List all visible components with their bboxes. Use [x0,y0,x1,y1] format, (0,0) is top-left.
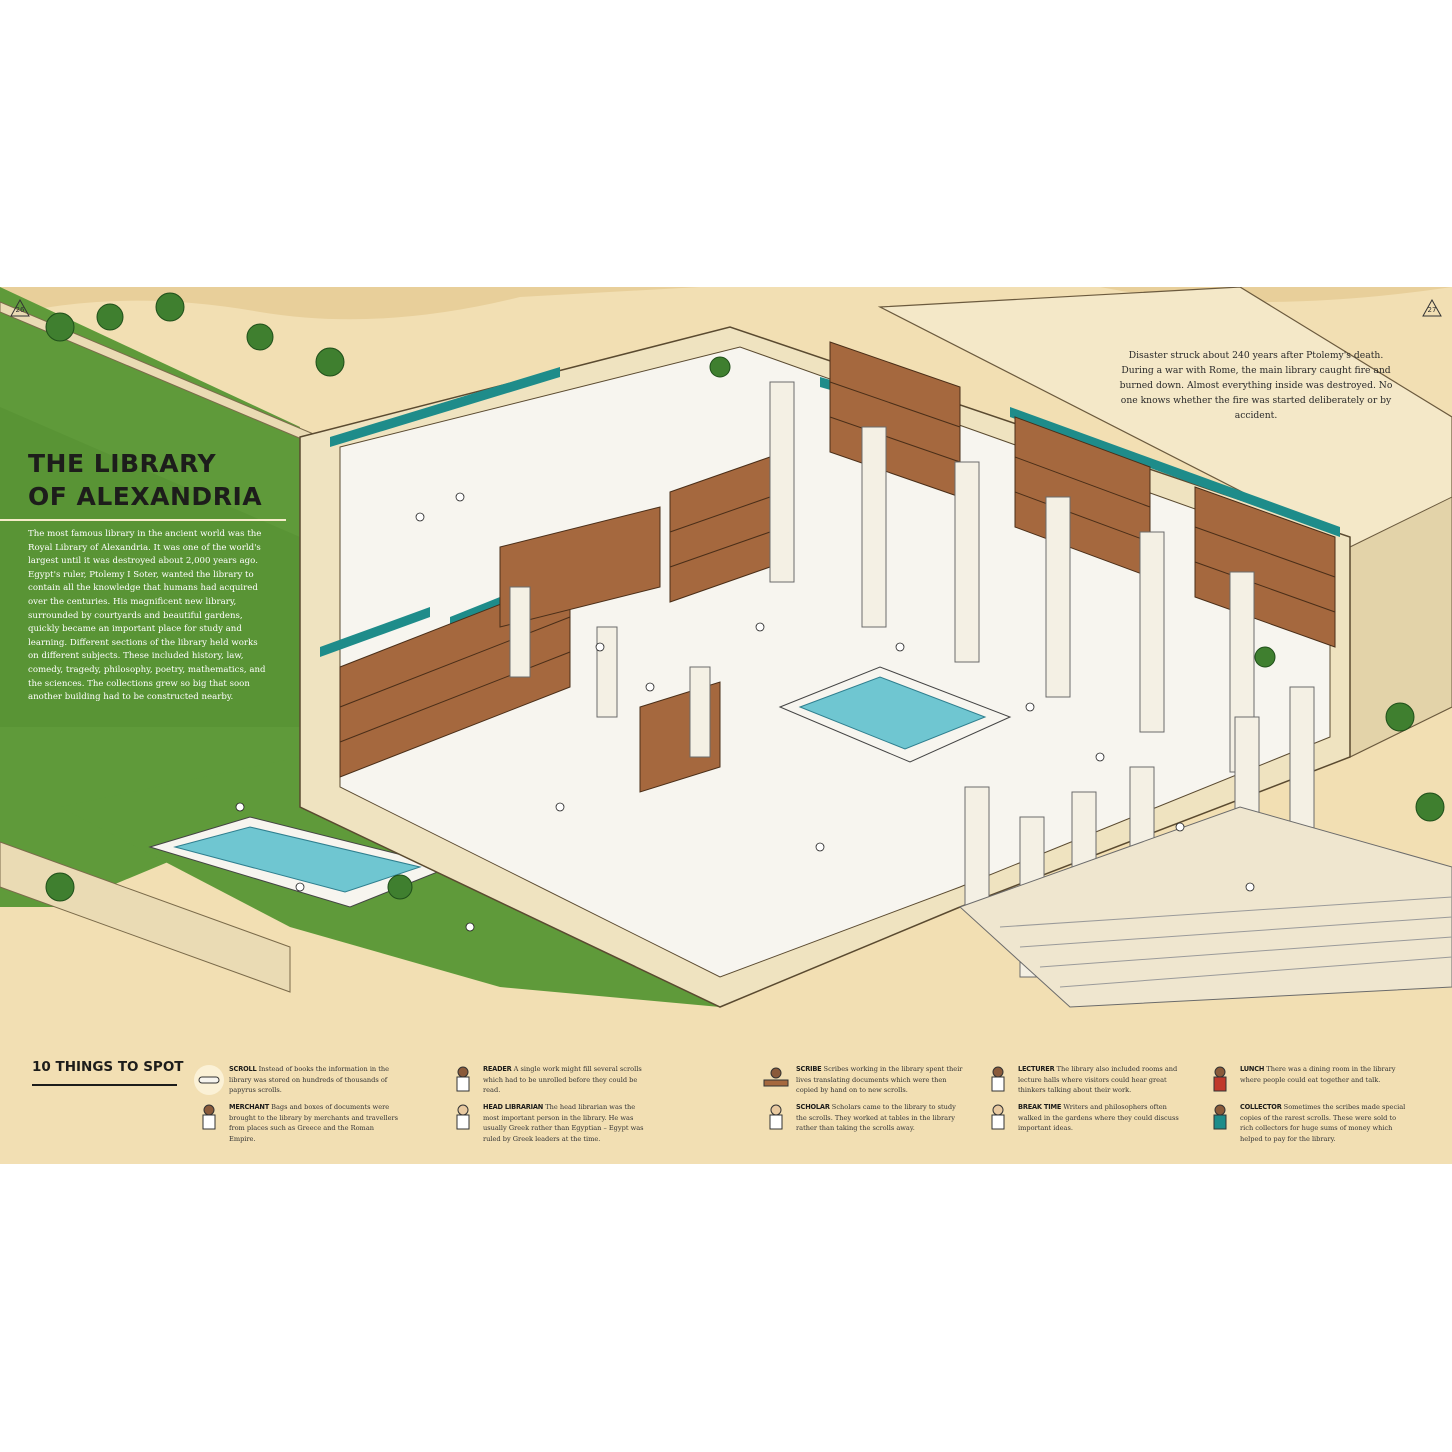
title-divider [0,519,286,521]
title-line-2: OF ALEXANDRIA [28,482,263,511]
collector-icon [1213,1104,1227,1130]
spot-item-break-time: BREAK TIME Writers and philosophers ofte… [982,1102,1187,1134]
page-number-right: 27 [1422,299,1442,317]
spot-item-scribe: SCRIBE Scribes working in the library sp… [760,1064,965,1096]
spot-item-collector: COLLECTOR Sometimes the scribes made spe… [1204,1102,1409,1144]
reader-icon [456,1066,470,1092]
title-line-1: THE LIBRARY [28,449,217,478]
page-title: THE LIBRARY OF ALEXANDRIA [28,447,262,513]
spot-heading: 10 THINGS TO SPOT [32,1059,184,1075]
scribe-icon [763,1067,789,1087]
merchant-icon [202,1104,216,1130]
spot-item-merchant: MERCHANT Bags and boxes of documents wer… [193,1102,398,1144]
spot-heading-underline [32,1084,177,1086]
spot-item-lunch: LUNCH There was a dining room in the lib… [1204,1064,1409,1092]
spot-item-head-librarian: HEAD LIBRARIAN The head librarian was th… [447,1102,652,1144]
page-number-left: 26 [10,299,30,317]
spot-item-scholar: SCHOLAR Scholars came to the library to … [760,1102,965,1134]
spot-item-lecturer: LECTURER The library also included rooms… [982,1064,1187,1096]
scholar-icon [769,1104,783,1130]
lunch-icon [1213,1066,1227,1092]
intro-paragraph: The most famous library in the ancient w… [28,529,266,703]
spot-item-scroll: SCROLL Instead of books the information … [193,1064,398,1096]
library-illustration [0,287,1452,1164]
break-time-icon [991,1104,1005,1130]
scroll-icon [194,1065,224,1095]
disaster-paragraph: Disaster struck about 240 years after Pt… [1119,350,1393,421]
book-spread: 26 27 THE LIBRARY OF ALEXANDRIA The most… [0,287,1452,1164]
spot-item-reader: READER A single work might fill several … [447,1064,652,1096]
head-librarian-icon [456,1104,470,1130]
lecturer-icon [991,1066,1005,1092]
